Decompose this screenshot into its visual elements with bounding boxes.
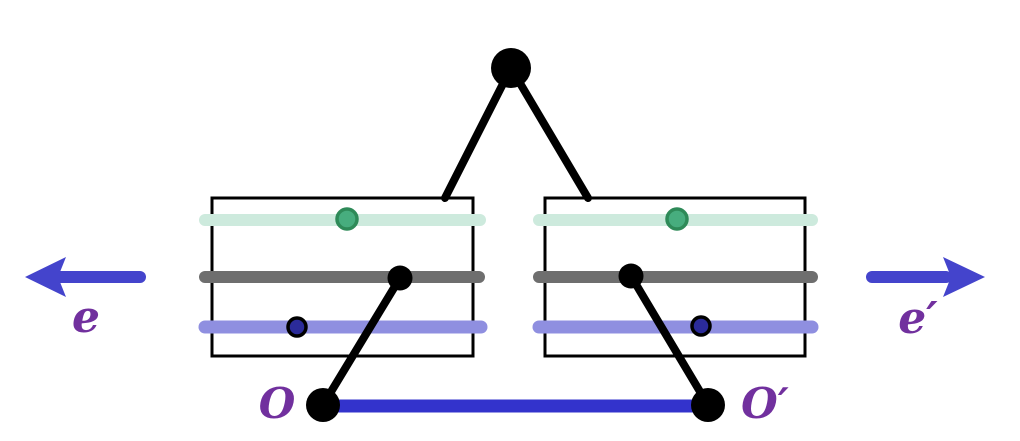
label-e-prime: e′: [898, 293, 938, 344]
O-node: [306, 388, 340, 422]
edge-apex-to-left-block: [441, 64, 515, 202]
left-direction-arrow: [25, 257, 146, 297]
label-O: O: [259, 379, 296, 428]
left-navy-point: [286, 316, 308, 338]
right-arrow-head-icon: [943, 257, 985, 297]
label-O-prime: O′: [741, 379, 789, 428]
apex-node: [491, 48, 531, 88]
right-navy-point: [690, 315, 712, 337]
left-green-point: [335, 207, 359, 231]
O-prime-node: [691, 388, 725, 422]
edge-left-node-to-O: [319, 274, 404, 409]
right-gray-line-node: [618, 263, 644, 289]
label-e: e: [72, 292, 100, 343]
left-gray-line-node: [387, 265, 413, 291]
right-green-point: [665, 207, 689, 231]
edge-apex-to-right-block: [507, 64, 592, 202]
right-direction-arrow: [866, 257, 985, 297]
edge-right-node-to-O-prime: [627, 272, 712, 409]
left-arrow-head-icon: [25, 257, 66, 297]
